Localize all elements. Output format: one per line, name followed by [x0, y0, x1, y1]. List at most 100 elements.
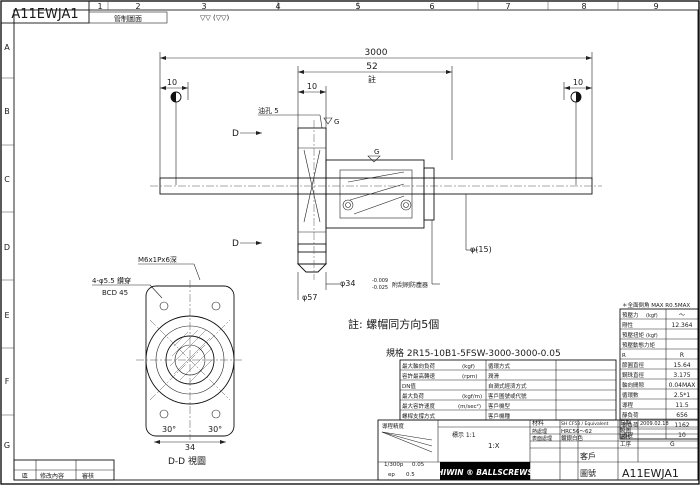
heat-treat-label: 熱處理	[532, 428, 547, 435]
wiper-label: 附刮刷防塵器	[392, 281, 428, 289]
bcd-label: BCD 45	[102, 289, 128, 297]
spec-r-10-label: 靜負荷	[622, 411, 639, 419]
lead-val-1: 1/300p	[384, 462, 404, 468]
spec-r-1-label: 剛性	[622, 321, 634, 329]
spec-r-0-label: 預壓力	[622, 311, 639, 319]
dim-right-end: 10	[573, 78, 583, 87]
dim-shaft-dia: φ(15)	[470, 245, 492, 254]
section-view-title: D-D 視圖	[168, 455, 206, 467]
drawn-label: 製圖	[620, 426, 632, 434]
brand: HIWIN ® BALLSCREWS	[437, 468, 533, 477]
spec-r-12-label: 導程	[622, 431, 634, 439]
tap-label: M6x1Px6深	[138, 255, 177, 264]
spec-l-r0-c1: (kgf)	[462, 364, 475, 370]
dim-nut-offset: 10	[307, 82, 317, 91]
dim-left-end: 10	[167, 78, 177, 87]
col-label-6: 6	[429, 2, 434, 11]
dim-nut-tol-low: -0.025	[372, 285, 388, 291]
lead-val-2: 0.05	[412, 462, 425, 468]
spec-r-8-label: 循環數	[622, 391, 639, 399]
angle-right: 30°	[208, 425, 222, 434]
rev-col1: 區	[22, 473, 28, 480]
spec-r-10-value: 656	[676, 412, 688, 419]
spec-l-r3-c0: 最大負荷	[402, 392, 425, 400]
spec-r-6-label: 鋼珠直徑	[622, 371, 645, 379]
inner-frame	[13, 9, 699, 481]
rev-col3: 審核	[82, 472, 94, 480]
spec-l-r1-c2: 潤滑	[488, 372, 500, 380]
brand-plate	[440, 462, 530, 480]
lead-val-4: 0.5	[406, 472, 415, 478]
lead-acc-title: 導程精度	[382, 422, 405, 430]
spec-r-0-value: ～	[679, 312, 685, 319]
rev-col2: 修改內容	[40, 472, 64, 480]
wiper	[423, 167, 435, 221]
spec-r-4-value: R	[680, 352, 684, 359]
spec-r-9-label: 導程	[622, 401, 634, 409]
row-label-e: E	[4, 311, 9, 320]
main-view: 3000 52 註 10 10 10 油孔 5	[150, 48, 602, 302]
spec-r-7-value: 0.04MAX	[669, 382, 696, 389]
holes-label: 4-φ5.5 鑽穿	[92, 276, 131, 285]
spec-line: 規格 2R15-10B1-5FSW-3000-3000-0.05	[386, 347, 561, 359]
spec-r-2-unit: (kgf)	[646, 333, 658, 339]
date-label: 日期	[620, 420, 632, 427]
spec-r-4-label: R	[622, 353, 626, 359]
column-grid: 1 2 3 4 5 6 7 8 9	[89, 1, 698, 11]
row-label-a: A	[4, 43, 10, 52]
spec-l-r5-c0: 螺桿支撐方式	[402, 412, 436, 420]
finish-symbol: ▽▽ (▽▽)	[200, 14, 229, 22]
lead-val-3: ep	[388, 472, 395, 478]
row-label-b: B	[4, 107, 10, 116]
drawing-no-bottom: A11EWJA1	[622, 467, 679, 480]
row-label-c: C	[4, 175, 10, 184]
spec-r-3-label: 預壓動態力矩	[622, 341, 656, 349]
oil-hole-label: 油孔 5	[258, 106, 279, 115]
spec-r-2-label: 預壓扭矩	[622, 331, 645, 339]
spec-table-left: 最大軸向負荷 (kgf) 循環方式 容許最高轉速 (rpm) 潤滑 DN值 自潤…	[399, 359, 617, 421]
row-label-g: G	[4, 441, 10, 450]
spec-l-r4-c2: 客戶機型	[488, 402, 511, 410]
col-label-8: 8	[581, 2, 586, 11]
max-bore-note: ＊全面倒角 MAX R0.5MAX	[622, 301, 690, 309]
spec-r-11-label: 動負荷	[622, 421, 639, 429]
customer-label: 客戶	[580, 451, 596, 461]
note-mark: 註	[368, 74, 376, 84]
spec-r-12-value: 10	[678, 432, 686, 439]
spec-r-8-value: 2.5*1	[674, 392, 691, 399]
spec-r-0-unit: (kgf)	[646, 313, 658, 319]
ref-g-flange: G	[334, 118, 339, 126]
col-label-3: 3	[201, 2, 206, 11]
scale-small: 標示 1:1	[452, 431, 476, 439]
approved-label: 工序	[620, 440, 632, 448]
dim-nut-dia: φ34	[340, 279, 355, 288]
dim-overall: 3000	[365, 48, 388, 58]
spec-r-6-value: 3.175	[673, 372, 690, 379]
material-value: SH CF53 / Equivalent	[561, 421, 609, 427]
date-value: 2009.02.18	[640, 421, 669, 427]
col-label-9: 9	[653, 2, 658, 11]
spec-l-r2-c2: 自潤式經濟方式	[488, 382, 527, 390]
surface-value: 鍍銀白色	[561, 434, 584, 442]
drawing-label: 圖號	[580, 468, 596, 478]
spec-l-r5-c2: 客戶機種	[488, 412, 511, 420]
note-text: 註: 螺帽同方向5個	[348, 317, 439, 331]
row-label-f: F	[5, 377, 10, 386]
row-grid: A B C D E F G	[1, 43, 14, 450]
nut-flange	[297, 127, 327, 253]
checked-label: 審核	[620, 433, 632, 441]
title-block: 導程精度 1/300p 0.05 ep 0.5 標示 1:1 1:X 材料 SH…	[377, 419, 699, 481]
drawing-no-top: A11EWJA1	[11, 7, 78, 22]
spec-l-r1-c0: 容許最高轉速	[402, 372, 436, 380]
spec-r-9-value: 11.5	[675, 402, 689, 409]
spec-r-11-value: 1162	[674, 422, 689, 429]
col-label-1: 1	[97, 2, 102, 11]
col-label-2: 2	[135, 2, 140, 11]
spec-l-r4-c1: (m/sec²)	[458, 403, 481, 410]
spec-r-5-value: 15.64	[673, 362, 690, 369]
col-label-4: 4	[275, 2, 280, 11]
spec-l-r4-c0: 最大容許速度	[402, 402, 436, 410]
spec-l-r3-c2: 客戶圖號或代號	[488, 392, 527, 400]
section-mark-bottom: D	[232, 239, 239, 249]
